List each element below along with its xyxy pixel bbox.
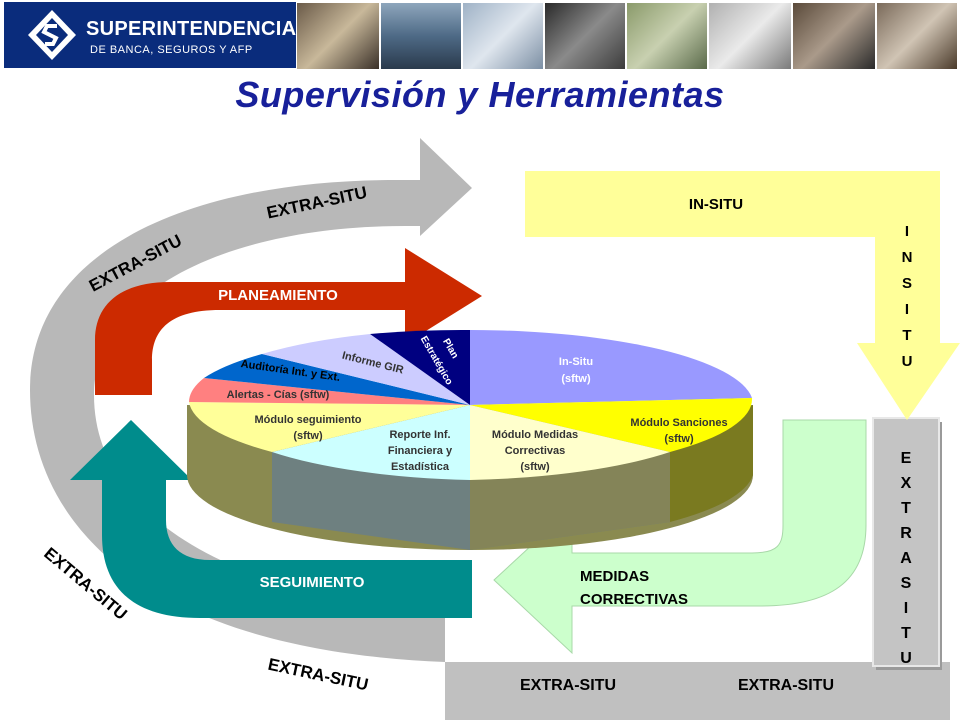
photo-keyboard [463,3,543,69]
pie-slice-informe-gir [262,334,470,405]
svg-text:I: I [905,223,909,240]
extra-situ-bottom-band [445,662,950,720]
extra-situ-label-5: EXTRA-SITU [520,677,616,694]
svg-text:U: U [900,650,912,667]
pie-label-medidas-1: Módulo Medidas [492,429,578,441]
svg-text:T: T [901,625,911,642]
logo-subtitle: DE BANCA, SEGUROS Y AFP [90,44,253,56]
pie-label-seguimiento-1: Módulo seguimiento [255,414,362,426]
pie-slice-alertas [189,378,470,405]
pie-slice-auditoria [204,354,470,405]
pie-label-reporte-2: Financiera y [388,445,453,457]
seguimiento-label: SEGUIMIENTO [260,574,365,591]
svg-text:I: I [904,600,908,617]
page-title: Supervisión y Herramientas [235,74,725,115]
svg-text:T: T [902,327,911,344]
photo-handshake [793,3,875,69]
svg-text:X: X [901,475,912,492]
pie-label-sanciones-1: Módulo Sanciones [630,417,727,429]
pie-label-insitu-2: (sftw) [561,373,591,385]
photo-money [627,3,707,69]
pie-label-alertas: Alertas - Cías (sftw) [227,389,330,401]
svg-text:E: E [901,450,912,467]
photo-phone [545,3,625,69]
logo-title: SUPERINTENDENCIA [86,18,297,40]
svg-text:I: I [905,301,909,318]
medidas-label-line2: CORRECTIVAS [580,591,688,608]
pie-label-reporte-1: Reporte Inf. [389,429,450,441]
svg-text:T: T [901,500,911,517]
pie-slice-reporte [272,405,470,480]
sbs-logo: SUPERINTENDENCIA DE BANCA, SEGUROS Y AFP [4,2,296,68]
in-situ-label: IN-SITU [689,196,743,213]
planeamiento-label: PLANEAMIENTO [218,287,338,304]
svg-text:S: S [902,275,912,292]
svg-text:A: A [900,550,912,567]
header-banner: SUPERINTENDENCIA DE BANCA, SEGUROS Y AFP [0,0,960,72]
extra-situ-vertical-label: E X T R A S I T U [900,450,912,667]
photo-card-terminal [709,3,791,69]
pie-label-reporte-3: Estadística [391,461,450,473]
in-situ-arrow [525,171,960,420]
pie-label-sanciones-2: (sftw) [664,433,694,445]
medidas-label-line1: MEDIDAS [580,568,649,585]
extra-situ-label-6: EXTRA-SITU [738,677,834,694]
pie-slice-seguimiento [189,402,470,452]
pie-slice-plan-estrategico [370,329,470,405]
photo-hand-card [297,3,379,69]
medidas-correctivas-arrow [493,419,867,655]
pie-slice-sanciones [470,398,753,452]
diamond-logo-icon [28,10,76,60]
pie-label-medidas-2: Correctivas [505,445,566,457]
svg-text:U: U [902,353,913,370]
in-situ-vertical-label: I N S I T U [902,223,913,370]
planeamiento-arrow [95,248,482,395]
pie-slice-in-situ [470,329,752,405]
pie-side-right [670,405,753,522]
pie-label-seguimiento-2: (sftw) [293,430,323,442]
pie-label-medidas-3: (sftw) [520,461,550,473]
extra-situ-label-4: EXTRA-SITU [266,655,370,695]
extra-situ-vertical-bar [872,417,940,667]
photo-building [381,3,461,69]
svg-text:S: S [901,575,912,592]
svg-text:R: R [900,525,912,542]
photo-signing [877,3,957,69]
svg-text:N: N [902,249,913,266]
pie-slice-medidas [470,405,670,480]
pie-label-insitu-1: In-Situ [559,356,593,368]
seguimiento-arrow [70,420,472,618]
